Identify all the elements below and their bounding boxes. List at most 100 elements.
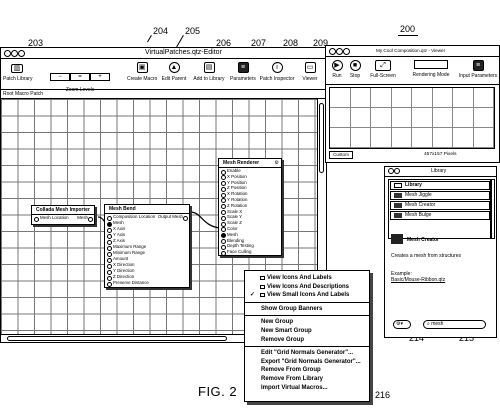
zoom-in-button[interactable]: + [90,73,110,81]
horizontal-scrollbar[interactable] [1,334,325,342]
input-port[interactable]: Scale Y [219,214,281,221]
port-label: Face Culling [227,249,252,255]
menu-item-edit-macro[interactable]: Edit "Grid Normals Generator"... [245,349,369,358]
mesh-bend-patch[interactable]: Mesh Bend Output Mesh Composition Locati… [104,204,190,288]
minimize-icon[interactable] [11,50,18,57]
input-port[interactable]: Blending [219,238,281,245]
library-item[interactable]: Mesh Bulge [390,211,490,220]
input-port-icon [221,192,226,198]
input-port[interactable]: Scale X [219,209,281,216]
menu-item-show-group-banners[interactable]: Show Group Banners [245,305,369,314]
menu-item-label: View Icons And Descriptions [267,283,350,290]
input-port[interactable]: Depth Testing [219,243,281,250]
input-port[interactable]: Y Rotation [219,197,281,204]
output-port-icon[interactable] [183,215,188,221]
zoom-out-button[interactable]: − [50,73,70,81]
input-port[interactable]: Composition Location [105,214,189,221]
collada-mesh-importer-patch[interactable]: Collada Mesh Importer Mesh Location Mesh [31,205,95,225]
gear-icon[interactable]: ⚙ [274,160,279,166]
input-port-icon [221,239,226,245]
menu-item-new-smart-group[interactable]: New Smart Group [245,327,369,336]
input-port[interactable]: Z Axis [105,238,189,245]
edit-parent-button[interactable]: ▲ Edit Parent [159,62,189,82]
port-mesh-location[interactable]: Mesh Location [32,215,94,222]
library-example-link[interactable]: Basic/Mouse-Ribbon.qtz [391,277,446,283]
input-port[interactable]: X Position [219,174,281,181]
input-port[interactable]: Scale Z [219,220,281,227]
patch-inspector-button[interactable]: i Patch Inspector [259,62,295,82]
add-to-library-button[interactable]: ▤ Add to Library [191,62,227,82]
input-port[interactable]: Y Axis [105,232,189,239]
library-item[interactable]: Mesh Jiggle [390,191,490,200]
input-port[interactable]: Mesh [219,232,281,239]
menu-item-import-virtual-macros[interactable]: Import Virtual Macros... [245,384,369,393]
size-preset-popup[interactable]: Custom [329,151,353,159]
full-screen-button[interactable]: ⤢ Full-Screen [368,60,398,79]
input-port[interactable]: Minimum Range [105,250,189,257]
patch-library-button[interactable]: ▥ Patch Library [3,64,32,82]
rendering-mode-segments[interactable] [414,60,448,69]
menu-item-remove-group[interactable]: Remove Group [245,336,369,345]
library-item[interactable]: Mesh Creator [390,201,490,210]
minimize-icon[interactable] [336,48,343,55]
input-port[interactable]: Z Rotation [219,203,281,210]
run-button[interactable]: ▶ Run [328,60,346,79]
port-label: Depth Testing [227,243,254,249]
input-port[interactable]: Z Direction [105,274,189,281]
viewer-button[interactable]: ▭ Viewer [297,62,323,82]
zoom-icon[interactable] [343,48,350,55]
port-label: Scale Y [227,214,243,220]
library-search-field[interactable]: ⌕ mesh [423,320,486,329]
port-label: Amount [113,256,129,261]
input-port[interactable]: X Direction [105,262,189,269]
parameters-button[interactable]: ≡ Parameters [229,62,257,82]
rendering-mode-control[interactable]: Rendering Mode [410,60,452,78]
horizontal-scroll-thumb[interactable] [7,336,227,341]
menu-item-remove-from-library[interactable]: Remove From Library [245,375,369,384]
input-port[interactable]: Y Position [219,180,281,187]
action-menu-button[interactable]: ⚙▾ [393,320,411,329]
viewer-grid-cell [350,88,371,108]
menu-item-label: Export "Grid Normals Generator"... [261,358,361,365]
vertical-scrollbar[interactable] [317,99,326,334]
input-port[interactable]: Z Position [219,185,281,192]
zoom-icon[interactable] [18,50,25,57]
stop-button[interactable]: ■ Stop [346,60,364,79]
input-port[interactable]: Maximum Range [105,244,189,251]
viewer-render-area[interactable] [329,87,495,149]
menu-item-new-group[interactable]: New Group [245,318,369,327]
input-port[interactable]: Color [219,226,281,233]
port-mesh-out-label: Mesh [77,215,88,220]
breadcrumb[interactable]: Root Macro Patch [3,91,44,97]
create-macro-button[interactable]: ▣ Create Macro [127,62,157,82]
input-port[interactable]: X Rotation [219,191,281,198]
menu-item-view-icons-descriptions[interactable]: View Icons And Descriptions [245,283,369,292]
menu-item-remove-from-group[interactable]: Remove From Group [245,366,369,375]
close-icon[interactable] [4,50,11,57]
menu-item-view-small-icons-labels[interactable]: ✓ View Small Icons And Labels [245,291,369,300]
input-port[interactable]: Enable [219,168,281,175]
input-port[interactable]: Preserve Distance [105,280,189,287]
ref-200: 200 [400,24,416,34]
close-icon[interactable] [329,48,336,55]
library-scrollbar[interactable] [490,179,495,239]
zoom-reset-button[interactable]: = [70,73,90,81]
input-port[interactable]: Mesh [105,220,189,227]
library-item-label: Mesh Bulge [405,212,432,218]
library-group-header[interactable]: Library [390,181,490,190]
menu-item-export-macro[interactable]: Export "Grid Normals Generator"... [245,358,369,367]
input-port[interactable]: X Axis [105,226,189,233]
input-parameters-button[interactable]: ≡ Input Parameters [458,60,498,79]
menu-item-view-icons-labels[interactable]: View Icons And Labels [245,274,369,283]
output-port-icon[interactable] [88,216,93,222]
input-port[interactable]: Amount [105,256,189,263]
input-port[interactable]: Y Direction [105,268,189,275]
close-icon[interactable] [388,168,394,174]
input-port[interactable]: Face Culling [219,249,281,256]
viewer-grid-cell [391,88,412,108]
library-title: Library [431,168,447,174]
patch-title: Mesh Bend [105,205,189,214]
vertical-scroll-thumb[interactable] [319,103,324,173]
minimize-icon[interactable] [394,168,400,174]
